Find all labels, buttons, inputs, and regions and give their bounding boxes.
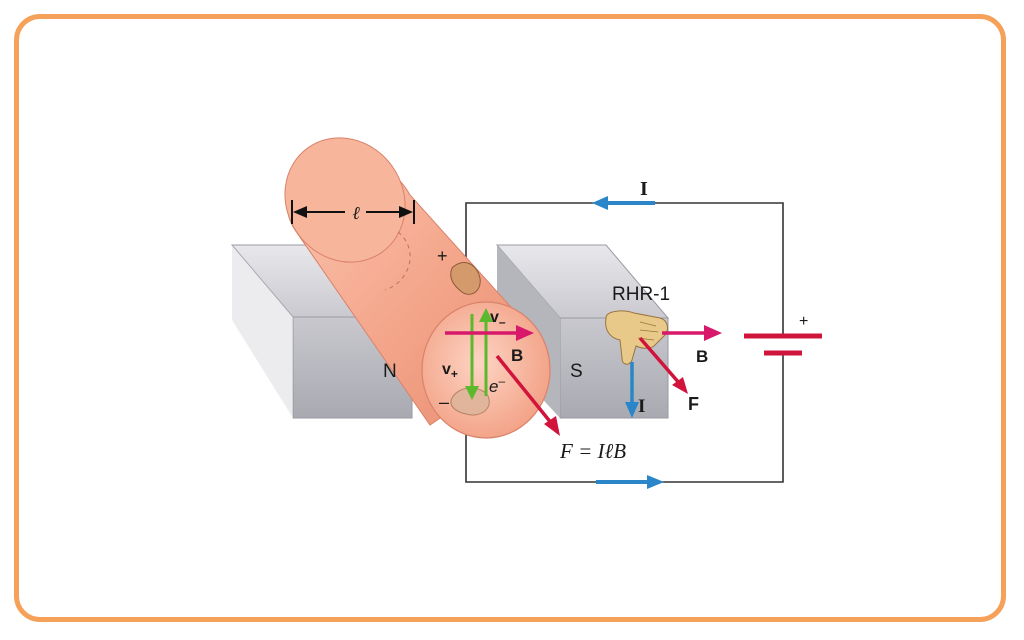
force-label-hand: F xyxy=(688,394,699,414)
battery-plus-label: + xyxy=(799,313,808,330)
rod-minus-label: – xyxy=(439,392,449,412)
force-arrow-hand xyxy=(638,336,688,394)
formula-label: F = IℓB xyxy=(559,439,626,463)
battery xyxy=(744,333,822,356)
b-arrow-hand xyxy=(662,325,722,341)
b-label-rod: B xyxy=(511,346,523,365)
current-arrow-bottom xyxy=(596,475,664,489)
current-label-top: I xyxy=(640,178,648,200)
current-arrow-top xyxy=(592,196,655,210)
south-label: S xyxy=(570,361,583,382)
electron-label: e– xyxy=(489,374,505,396)
north-label: N xyxy=(383,361,397,382)
length-dimension xyxy=(291,200,415,224)
force-arrow-rod xyxy=(495,354,560,436)
v-minus-label: v– xyxy=(490,309,506,329)
length-label: ℓ xyxy=(352,203,360,223)
current-arrow-hand xyxy=(625,362,639,418)
current-label-hand: I xyxy=(638,396,645,417)
b-arrow-rod xyxy=(445,325,534,341)
rod-plus-label: + xyxy=(437,246,448,266)
rhr-label: RHR-1 xyxy=(612,284,670,305)
velocity-arrows xyxy=(465,308,493,400)
b-label-hand: B xyxy=(696,347,708,366)
right-hand-icon xyxy=(605,310,668,365)
v-plus-label: v+ xyxy=(442,361,458,381)
